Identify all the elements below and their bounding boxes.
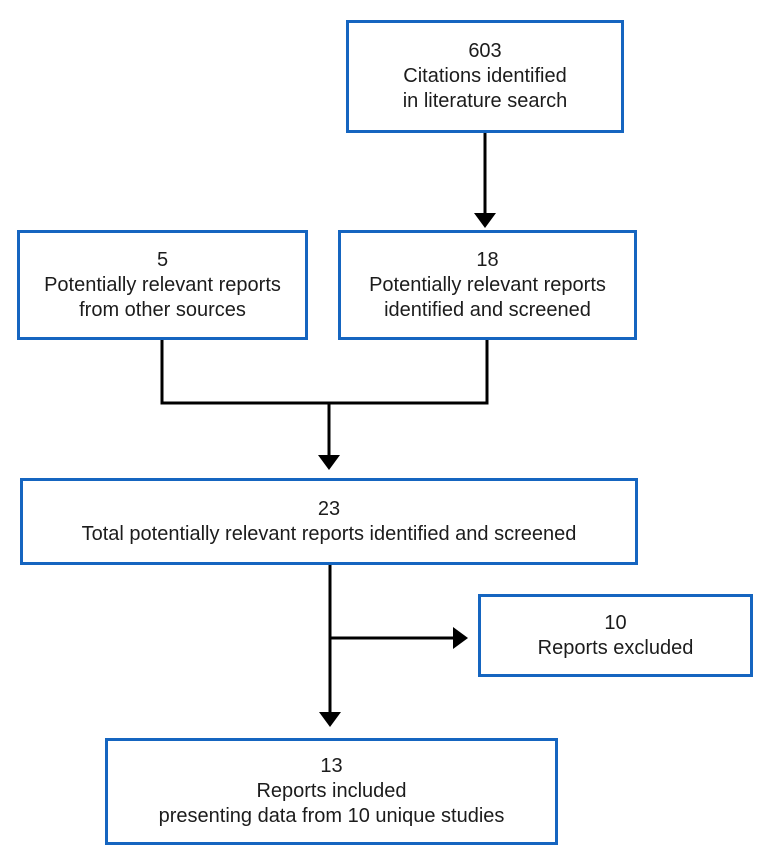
flow-box-total-screened: 23 Total potentially relevant reports id… — [20, 478, 638, 565]
flow-box-reports-included: 13 Reports included presenting data from… — [105, 738, 558, 845]
connector-merge-to-total — [160, 340, 489, 470]
flow-box-other-sources: 5 Potentially relevant reports from othe… — [17, 230, 308, 340]
flow-box-citations-identified: 603 Citations identified in literature s… — [346, 20, 624, 133]
node-label: from other sources — [79, 298, 246, 321]
arrow-total-to-excluded — [330, 627, 468, 649]
flow-box-identified-screened: 18 Potentially relevant reports identifi… — [338, 230, 637, 340]
node-count: 13 — [320, 755, 343, 777]
node-label: Potentially relevant reports — [44, 273, 281, 296]
node-count: 10 — [604, 611, 627, 634]
node-label: Total potentially relevant reports ident… — [81, 522, 577, 545]
arrow-citations-to-screened — [474, 133, 496, 228]
node-label: Potentially relevant reports — [369, 273, 606, 296]
node-label: in literature search — [402, 90, 568, 112]
arrow-total-to-included — [319, 565, 341, 727]
node-label: identified and screened — [384, 298, 591, 321]
flow-box-reports-excluded: 10 Reports excluded — [478, 594, 753, 677]
node-label: Citations identified — [403, 65, 567, 87]
node-label: presenting data from 10 unique studies — [158, 805, 505, 827]
node-count: 603 — [468, 40, 502, 62]
node-label: Reports excluded — [537, 636, 694, 659]
node-count: 5 — [156, 248, 169, 271]
node-count: 18 — [476, 248, 499, 271]
node-label: Reports included — [256, 780, 407, 802]
node-count: 23 — [317, 497, 341, 520]
